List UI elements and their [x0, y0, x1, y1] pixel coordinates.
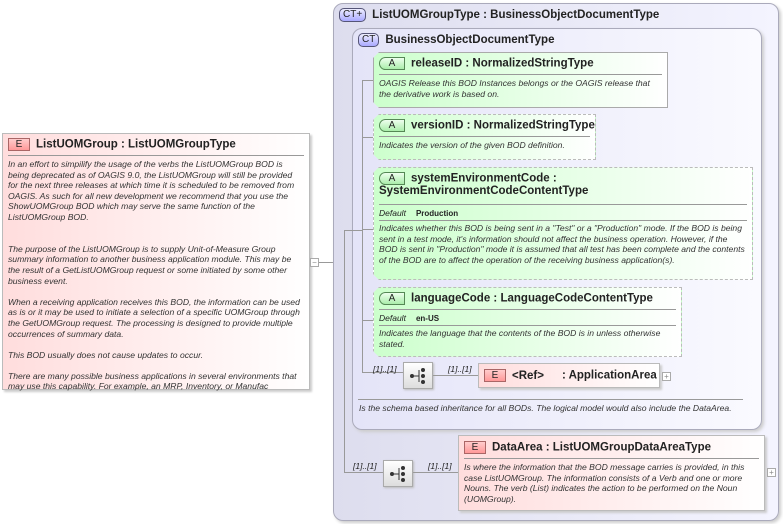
attribute-description: Indicates the language that the contents… — [379, 328, 661, 349]
collapse-button[interactable]: − — [310, 258, 319, 267]
expand-button[interactable]: + — [767, 468, 776, 477]
sequence-icon[interactable] — [383, 460, 413, 487]
default-value: en-US — [415, 314, 440, 323]
desc-paragraph: This BOD usually does not cause updates … — [8, 349, 204, 360]
element-type: ListUOMGroupType — [128, 138, 236, 151]
attribute-type: LanguageCodeContentType — [500, 292, 653, 305]
desc-paragraph: The purpose of the ListUOMGroup is to su… — [8, 243, 292, 286]
attribute-default: Default en-US — [379, 313, 676, 323]
default-label: Default — [379, 208, 406, 218]
sequence-multiplicity: [1]..[1] — [373, 364, 397, 374]
element-description: Is where the information that the BOD me… — [464, 462, 745, 504]
type-name: ListUOMGroupType — [372, 9, 480, 22]
attribute-badge: A — [379, 292, 405, 305]
attribute-badge: A — [379, 57, 405, 70]
attribute-type: NormalizedStringType — [472, 57, 594, 70]
attribute-description: Indicates whether this BOD is being sent… — [379, 223, 745, 265]
connector — [344, 230, 345, 473]
desc-paragraph: When a receiving application receives th… — [8, 296, 300, 339]
sequence-multiplicity: [1]..[1] — [353, 461, 377, 471]
element-multiplicity: [1]..[1] — [428, 461, 452, 471]
sequence-icon[interactable] — [403, 362, 433, 389]
expand-button[interactable]: + — [662, 372, 671, 381]
attribute-name: systemEnvironmentCode — [411, 172, 550, 185]
attribute-description: OAGIS Release this BOD Instances belongs… — [379, 78, 650, 99]
element-type: : ApplicationArea — [561, 369, 657, 382]
attribute-default: Default Production — [379, 208, 747, 218]
element-name: DataArea — [492, 441, 543, 454]
inner-type-header: CT BusinessObjectDocumentType — [358, 33, 554, 47]
element-badge: E — [484, 369, 506, 382]
complex-type-badge: CT — [358, 33, 380, 47]
default-value: Production — [415, 209, 459, 218]
attribute-description: Indicates the version of the given BOD d… — [379, 140, 565, 150]
default-label: Default — [379, 313, 406, 323]
attribute-name: releaseID — [411, 57, 463, 70]
element-application-area[interactable]: E <Ref> : ApplicationArea — [478, 363, 660, 388]
connector — [362, 80, 363, 372]
type-base: BusinessObjectDocumentType — [490, 9, 660, 22]
type-name: BusinessObjectDocumentType — [385, 34, 555, 47]
desc-paragraph: There are many possible business applica… — [8, 370, 297, 392]
element-badge: E — [464, 441, 486, 454]
element-badge: E — [8, 138, 30, 151]
attribute-type: SystemEnvironmentCodeContentType — [379, 185, 589, 197]
element-type: ListUOMGroupDataAreaType — [552, 441, 711, 454]
inner-type-description: Is the schema based inheritance for all … — [359, 403, 732, 413]
outer-type-header: CT+ListUOMGroupType : BusinessObjectDocu… — [339, 8, 659, 22]
attribute-name: languageCode — [411, 292, 491, 305]
element-name: <Ref> — [512, 369, 544, 382]
complex-type-badge: CT+ — [339, 8, 367, 22]
element-name: ListUOMGroup — [36, 138, 118, 151]
attribute-badge: A — [379, 172, 405, 185]
attribute-type: NormalizedStringType — [473, 119, 595, 132]
connector — [318, 262, 345, 263]
root-description: In an effort to simpilify the usage of t… — [8, 159, 304, 392]
desc-paragraph: In an effort to simpilify the usage of t… — [8, 159, 295, 222]
element-header: E <Ref> : ApplicationArea — [484, 369, 657, 382]
attribute-badge: A — [379, 119, 405, 132]
element-multiplicity: [1]..[1] — [448, 364, 472, 374]
attribute-name: versionID — [411, 119, 464, 132]
